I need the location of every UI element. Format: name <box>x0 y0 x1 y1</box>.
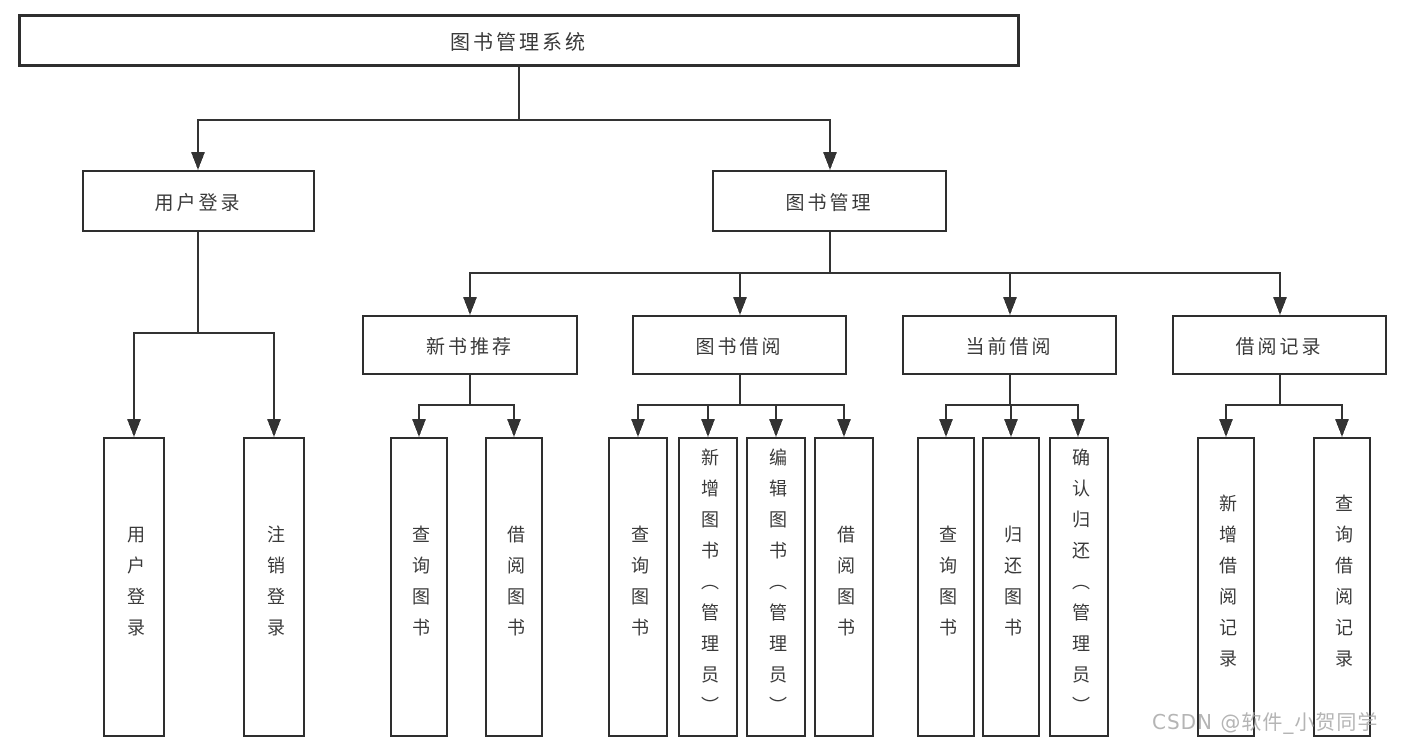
node-book-management: 图书管理 <box>712 170 947 232</box>
node-label: 用户登录 <box>154 191 243 214</box>
node-borrow-records: 借阅记录 <box>1172 315 1387 375</box>
leaf-add-borrow-record: 新增借阅记录 <box>1197 437 1255 737</box>
node-label: 借阅图书 <box>504 525 525 649</box>
leaf-query-borrow-record: 查询借阅记录 <box>1313 437 1371 737</box>
leaf-user-login: 用户登录 <box>103 437 165 737</box>
node-current-borrow: 当前借阅 <box>902 315 1117 375</box>
leaf-query-books-current: 查询图书 <box>917 437 975 737</box>
leaf-borrow-books-recommend: 借阅图书 <box>485 437 543 737</box>
node-label: 确认归还（管理员） <box>1069 447 1090 727</box>
node-library-management-system: 图书管理系统 <box>18 14 1020 67</box>
node-label: 查询借阅记录 <box>1332 494 1353 680</box>
node-label: 借阅图书 <box>834 525 855 649</box>
node-label: 查询图书 <box>628 525 649 649</box>
node-label: 归还图书 <box>1001 525 1022 649</box>
leaf-logout-login: 注销登录 <box>243 437 305 737</box>
node-label: 图书管理系统 <box>450 30 588 54</box>
leaf-confirm-return-admin: 确认归还（管理员） <box>1049 437 1109 737</box>
node-new-book-recommend: 新书推荐 <box>362 315 578 375</box>
node-label: 编辑图书（管理员） <box>766 447 787 727</box>
node-label: 新增借阅记录 <box>1216 494 1237 680</box>
node-user-login: 用户登录 <box>82 170 315 232</box>
node-label: 用户登录 <box>124 525 145 649</box>
leaf-borrow-books: 借阅图书 <box>814 437 874 737</box>
node-label: 借阅记录 <box>1235 335 1324 358</box>
leaf-query-books-borrow: 查询图书 <box>608 437 668 737</box>
node-label: 查询图书 <box>936 525 957 649</box>
leaf-return-books: 归还图书 <box>982 437 1040 737</box>
node-label: 当前借阅 <box>965 335 1054 358</box>
node-label: 注销登录 <box>264 525 285 649</box>
node-book-borrow: 图书借阅 <box>632 315 847 375</box>
node-label: 图书借阅 <box>695 335 784 358</box>
node-label: 查询图书 <box>409 525 430 649</box>
csdn-watermark: CSDN @软件_小贺同学 <box>1152 710 1379 734</box>
node-label: 新增图书（管理员） <box>698 447 719 727</box>
node-label: 图书管理 <box>785 191 874 214</box>
leaf-edit-book-admin: 编辑图书（管理员） <box>746 437 806 737</box>
node-label: 新书推荐 <box>425 335 514 358</box>
leaf-query-books-recommend: 查询图书 <box>390 437 448 737</box>
leaf-add-book-admin: 新增图书（管理员） <box>678 437 738 737</box>
